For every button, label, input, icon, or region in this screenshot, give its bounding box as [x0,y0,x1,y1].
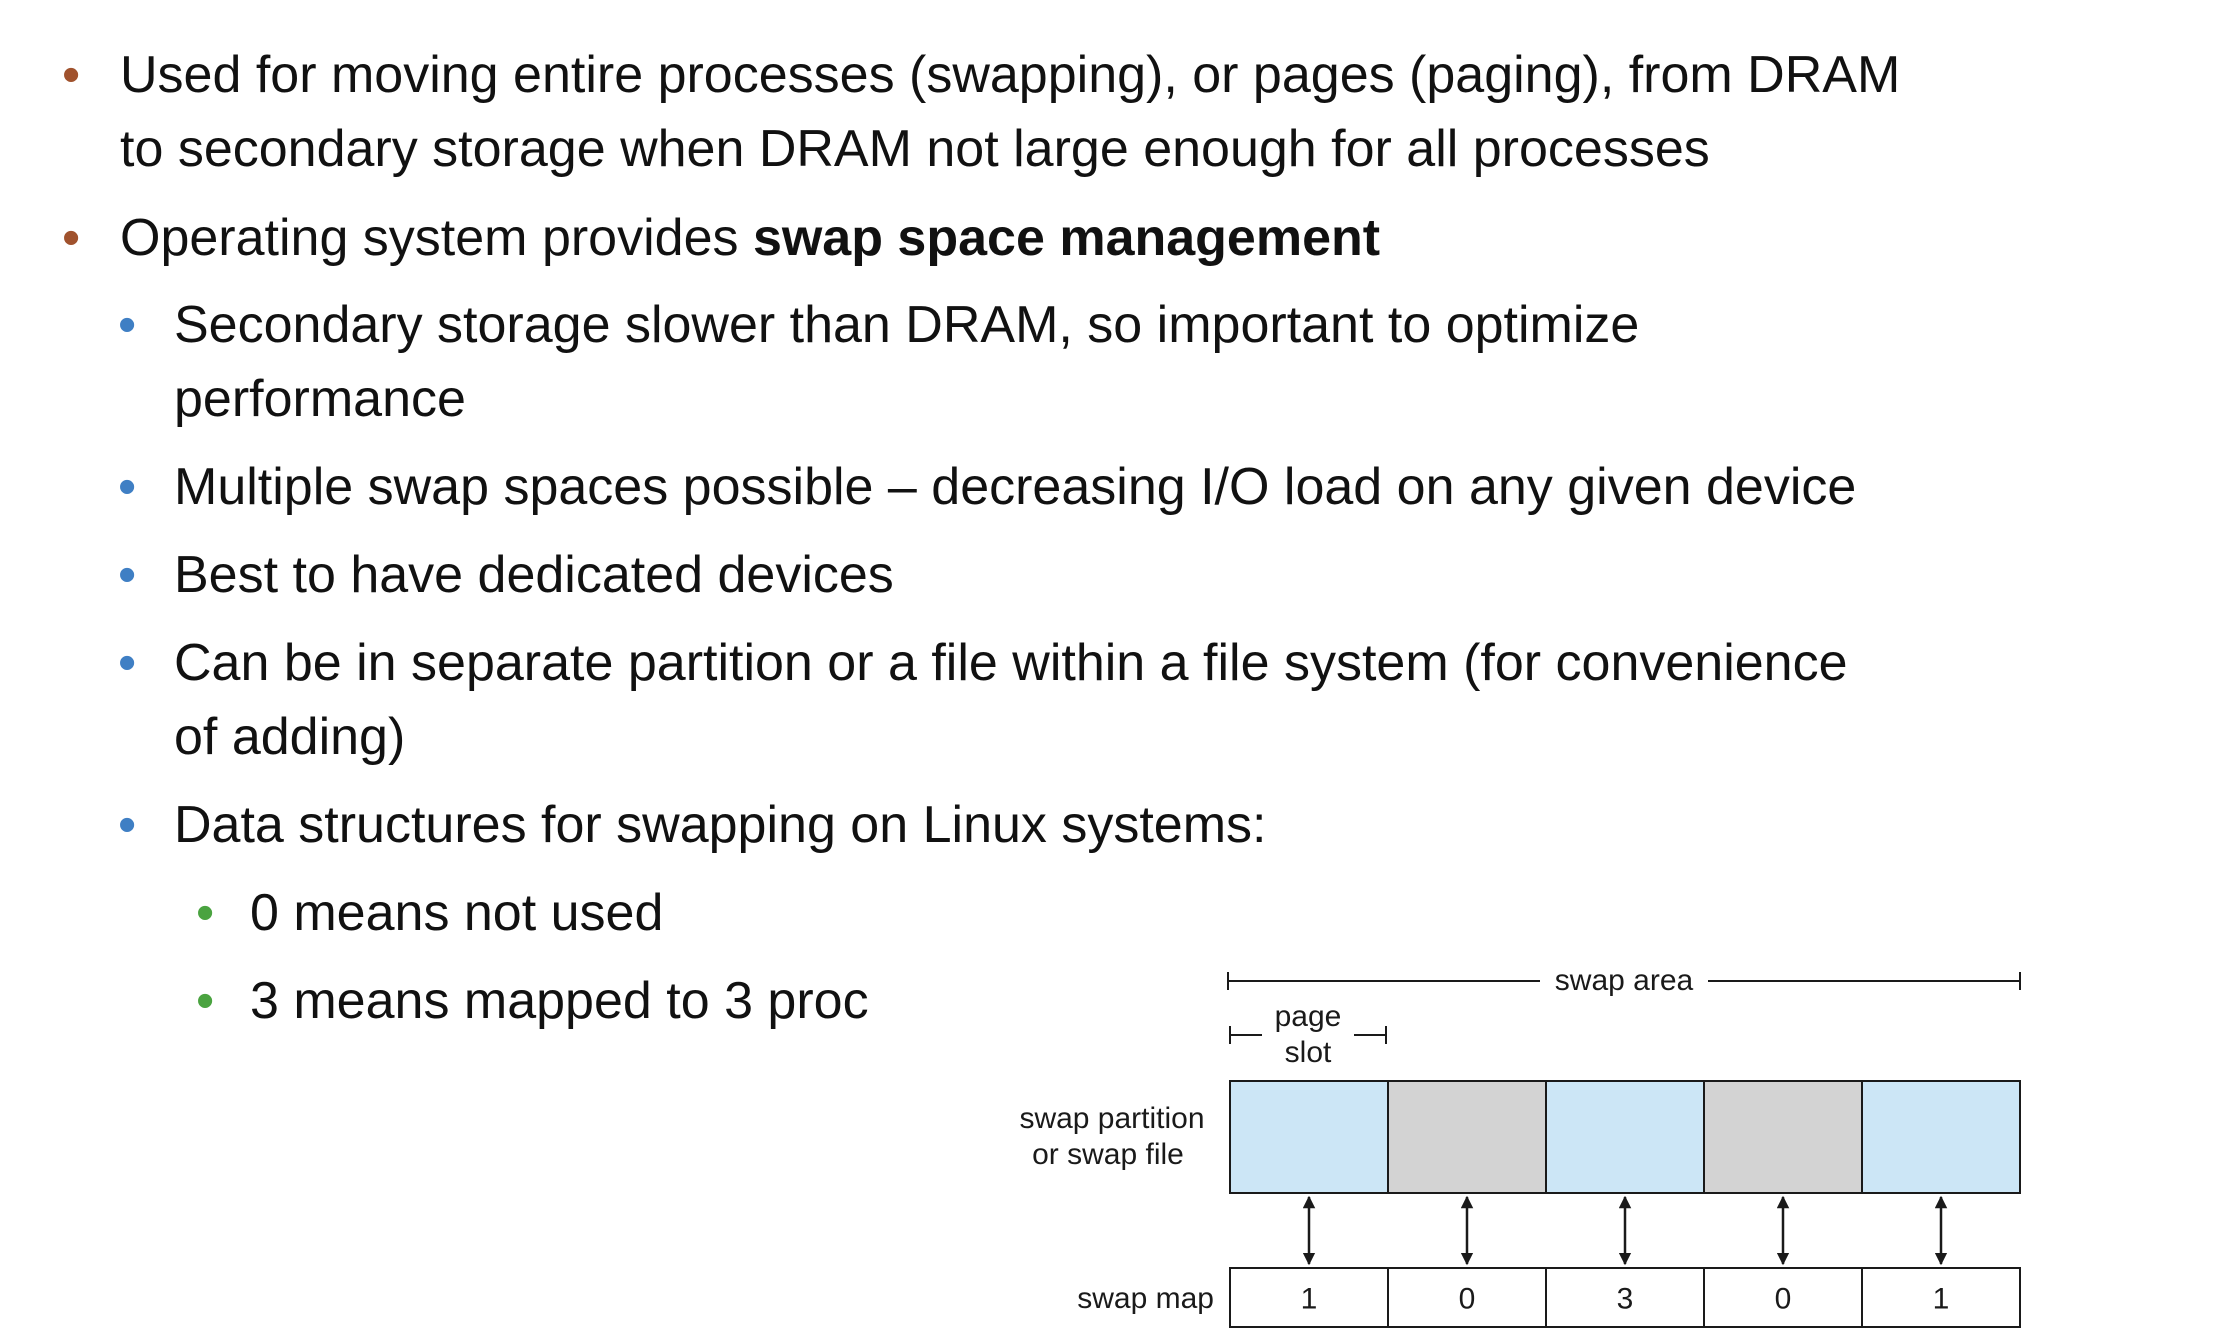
bullet-dot-icon: • [118,796,137,854]
bullet-dot-icon: • [118,458,137,516]
bullet-line: Multiple swap spaces possible – decreasi… [174,458,1857,516]
swap-map-cell [1387,1267,1547,1328]
bullet-line: Can be in separate partition or a file w… [174,634,1848,692]
swap-map-value: 1 [1933,1283,1950,1316]
swap-map-value: 1 [1301,1283,1318,1316]
page-slot-dimension: page slot [1229,1000,1387,1069]
bullet-zero-meaning: • 0 means not used [196,876,663,950]
bullet-line: Secondary storage slower than DRAM, so i… [174,296,1640,354]
swap-slots-row [1229,1080,2021,1194]
bullet-dot-icon: • [118,296,137,354]
bullet-swapping-purpose: • Used for moving entire processes (swap… [62,38,1900,186]
partition-label-line2: or swap file [1032,1138,1184,1171]
bullet-line: Data structures for swapping on Linux sy… [174,796,1267,854]
bullet-dot-icon: • [118,546,137,604]
swap-area-dimension: swap area [1227,964,2021,997]
bullet-line: of adding) [174,708,406,766]
bullet-dot-icon: • [118,634,137,692]
swap-map-row: 1 0 3 0 1 [1229,1267,2021,1328]
bullet-prefix: Operating system provides [120,209,753,267]
slot-map-arrows [1302,1195,1948,1266]
bullet-dot-icon: • [62,209,81,267]
bullet-dedicated-devices: • Best to have dedicated devices [118,538,894,612]
partition-label-line1: swap partition [1019,1102,1204,1135]
swap-map-cell [1861,1267,2021,1328]
swap-slot-used [1545,1080,1705,1194]
swap-map-value: 0 [1775,1283,1792,1316]
bullet-line: Used for moving entire processes (swappi… [120,46,1901,104]
bullet-dot-icon: • [62,46,81,104]
bullet-line: 0 means not used [250,884,664,942]
bullet-line: Best to have dedicated devices [174,546,894,604]
bullet-line: to secondary storage when DRAM not large… [120,120,1710,178]
swap-map-value: 0 [1459,1283,1476,1316]
swap-area-label: swap area [1555,964,1694,997]
swap-slot-free [1703,1080,1863,1194]
bullet-three-meaning: • 3 means mapped to 3 proc [196,964,869,1038]
bullet-data-structures: • Data structures for swapping on Linux … [118,788,1266,862]
bullet-secondary-slower: • Secondary storage slower than DRAM, so… [118,288,1639,436]
page-slot-label-line2: slot [1285,1036,1332,1069]
swap-slot-used [1861,1080,2021,1194]
bullet-line: Operating system provides swap space man… [120,201,1380,275]
bullet-dot-icon: • [196,972,215,1030]
bullet-multiple-swap: • Multiple swap spaces possible – decrea… [118,450,1856,524]
bullet-line: performance [174,370,466,428]
swap-slot-free [1387,1080,1547,1194]
page-slot-label-line1: page [1275,1000,1342,1033]
bullet-bold-term: swap space management [752,209,1381,267]
swap-map-label: swap map [1077,1282,1214,1315]
swap-slot-used [1229,1080,1389,1194]
bullet-dot-icon: • [196,884,215,942]
bullet-swap-management: • Operating system provides swap space m… [62,201,1380,275]
swap-map-value: 3 [1617,1283,1634,1316]
bullet-line: 3 means mapped to 3 proc [250,972,869,1030]
swap-map-cell [1229,1267,1389,1328]
bullet-partition-or-file: • Can be in separate partition or a file… [118,626,1848,774]
